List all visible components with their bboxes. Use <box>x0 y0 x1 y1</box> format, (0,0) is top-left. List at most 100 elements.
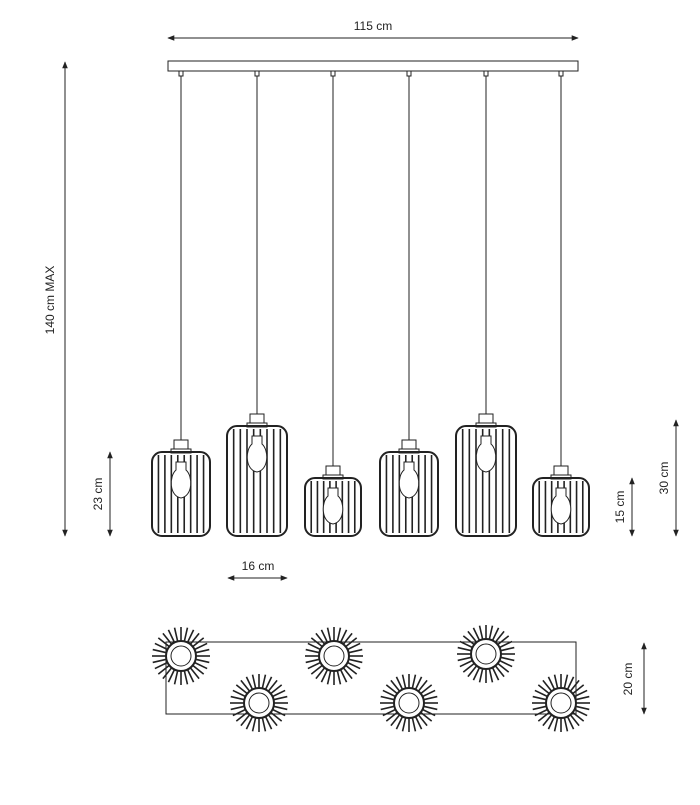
light-bulb <box>475 435 497 473</box>
cord-anchor <box>406 70 412 77</box>
shade-rib-top <box>305 648 320 654</box>
cord-anchor <box>558 70 564 77</box>
shade-rib-top <box>537 684 550 695</box>
lamp-short-height-label: 15 cm <box>613 491 627 524</box>
shade-rib-top <box>411 717 417 732</box>
shade-rib-top <box>272 708 286 717</box>
shade-rib-top <box>459 659 473 668</box>
shade-rib-top <box>478 625 484 640</box>
shade-rib-top <box>307 642 321 651</box>
pendant-lamp-2 <box>226 70 288 537</box>
pendant-lamp-3 <box>304 70 362 537</box>
shade-rib-top <box>395 676 404 690</box>
lamp-shade <box>226 425 288 537</box>
shade-rib-top <box>497 635 510 646</box>
shade-rib-top <box>336 627 342 642</box>
shade-rib-top <box>547 716 556 730</box>
shade-rib-top <box>488 625 494 640</box>
shade-rib-top <box>264 716 273 730</box>
shade-rib-top <box>195 648 210 654</box>
shade-rib-top <box>457 646 472 652</box>
shade-rib-top <box>488 668 494 683</box>
shade-rib-top <box>154 642 168 651</box>
shade-rib-top <box>566 676 575 690</box>
shade-rib-top <box>537 711 550 722</box>
shade-rib-top <box>385 711 398 722</box>
shade-rib-top <box>183 627 189 642</box>
pendant-lamp-6 <box>532 70 590 537</box>
shade-rib-top <box>342 667 353 680</box>
shade-rib-top <box>345 637 358 648</box>
shade-rib-top <box>339 669 348 683</box>
light-bulb <box>170 461 192 499</box>
shade-rib-top <box>310 664 323 675</box>
pendant-lamp-1 <box>151 70 211 537</box>
lamp-medium-height-label: 23 cm <box>91 478 105 511</box>
shade-rib-top <box>232 689 246 698</box>
shade-rib-top <box>336 670 342 685</box>
lamp-tall-height-label: 30 cm <box>657 462 671 495</box>
shade-rib-top <box>261 674 267 689</box>
shade-rib-top <box>491 667 500 681</box>
cord-anchor <box>178 70 184 77</box>
shade-rib-top <box>167 669 176 683</box>
shade-rib-top <box>152 648 167 654</box>
height-dimension-label: 140 cm MAX <box>43 266 57 335</box>
top-view-shade-3 <box>457 625 515 683</box>
shade-rib-top <box>414 676 423 690</box>
shade-rib-top <box>395 716 404 730</box>
shade-rib-top <box>494 665 505 678</box>
shade-rib-top <box>326 627 332 642</box>
bulb-top <box>398 692 420 714</box>
shade-rib-top <box>347 661 361 670</box>
cord-anchor <box>254 70 260 77</box>
shade-rib-top <box>189 667 200 680</box>
shade-rib-top <box>467 630 478 643</box>
shade-rib-top <box>472 667 481 681</box>
shade-rib-top <box>563 674 569 689</box>
shade-rib-top <box>186 629 195 643</box>
shade-rib-top <box>186 669 195 683</box>
shade-rib-top <box>534 708 548 717</box>
bulb-top <box>248 692 270 714</box>
top-view-shade-2 <box>305 627 363 685</box>
shade-rib-top <box>417 714 428 727</box>
shade-rib-top <box>575 695 590 701</box>
top-view-shade-1 <box>152 627 210 685</box>
shade-rib-top <box>417 679 428 692</box>
shade-rib-top <box>264 676 273 690</box>
shade-rib-top <box>347 642 361 651</box>
ceiling-canopy <box>167 60 579 72</box>
shade-rib-top <box>162 632 173 645</box>
shade-rib-top <box>420 684 433 695</box>
shade-rib-top <box>192 637 205 648</box>
pendant-lamp-5 <box>455 70 517 537</box>
shade-rib-top <box>157 637 170 648</box>
shade-rib-top <box>491 627 500 641</box>
shade-rib-top <box>272 689 286 698</box>
shade-rib-top <box>385 684 398 695</box>
lamp-width-label: 16 cm <box>242 559 275 573</box>
shade-rib-top <box>499 640 513 649</box>
shade-rib-top <box>240 679 251 692</box>
shade-rib-top <box>348 648 363 654</box>
shade-rib-top <box>566 716 575 730</box>
shade-rib-top <box>154 661 168 670</box>
shade-rib-top <box>326 670 332 685</box>
shade-rib-top <box>462 662 475 673</box>
shade-rib-top <box>390 679 401 692</box>
shade-rib-top <box>497 662 510 673</box>
shade-rib-top <box>575 705 590 711</box>
shade-rib-top <box>411 674 417 689</box>
shade-rib-top <box>547 676 556 690</box>
lamp-shade <box>379 451 439 537</box>
lamp-shade <box>532 477 590 537</box>
light-bulb <box>322 487 344 525</box>
bulb-top <box>550 692 572 714</box>
shade-rib-top <box>572 684 585 695</box>
shade-rib-top <box>192 664 205 675</box>
light-bulb <box>550 487 572 525</box>
shade-rib-top <box>310 637 323 648</box>
shade-rib-top <box>173 627 179 642</box>
bulb-top <box>323 645 345 667</box>
